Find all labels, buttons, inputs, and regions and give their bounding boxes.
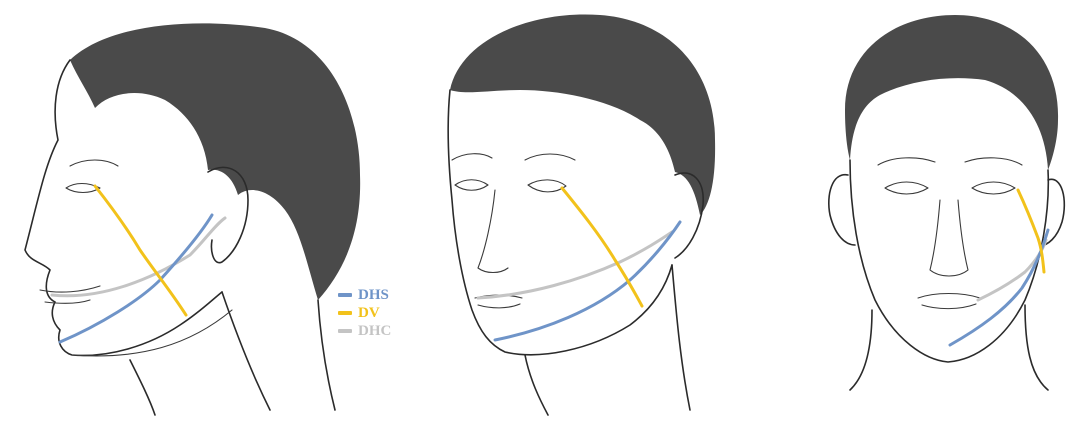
frontal-neck (850, 305, 1048, 390)
threequarter-eyes (452, 154, 575, 192)
legend-item-dhs: DHS (338, 286, 391, 304)
head-profile-view (25, 23, 360, 415)
legend-item-dv: DV (338, 304, 391, 322)
legend: DHS DV DHC (338, 286, 391, 340)
frontal-eyes (878, 158, 1022, 194)
legend-item-dhc: DHC (338, 322, 391, 340)
threequarter-dv-line (562, 188, 642, 306)
legend-swatch-dhs (338, 293, 352, 297)
frontal-nose (930, 200, 968, 276)
legend-swatch-dv (338, 311, 352, 315)
threequarter-dhc-line (478, 232, 672, 298)
threequarter-nose (478, 190, 508, 273)
legend-label-dv: DV (358, 304, 380, 322)
threequarter-dhs-line (495, 222, 680, 340)
profile-neck (130, 292, 335, 415)
legend-label-dhs: DHS (358, 286, 389, 304)
head-frontal-view (829, 15, 1065, 390)
legend-label-dhc: DHC (358, 322, 391, 340)
profile-hair (70, 23, 360, 300)
head-three-quarter-view (448, 14, 715, 415)
profile-dhc-line (52, 218, 225, 296)
profile-eye (66, 160, 118, 193)
profile-jaw-shadow (72, 310, 232, 356)
threequarter-hair (450, 14, 715, 215)
threequarter-face-outline (448, 90, 672, 355)
legend-swatch-dhc (338, 329, 352, 333)
frontal-hair (845, 15, 1058, 170)
frontal-dv-line (1018, 190, 1044, 272)
profile-dhs-line (60, 215, 212, 342)
frontal-mouth (918, 294, 980, 309)
